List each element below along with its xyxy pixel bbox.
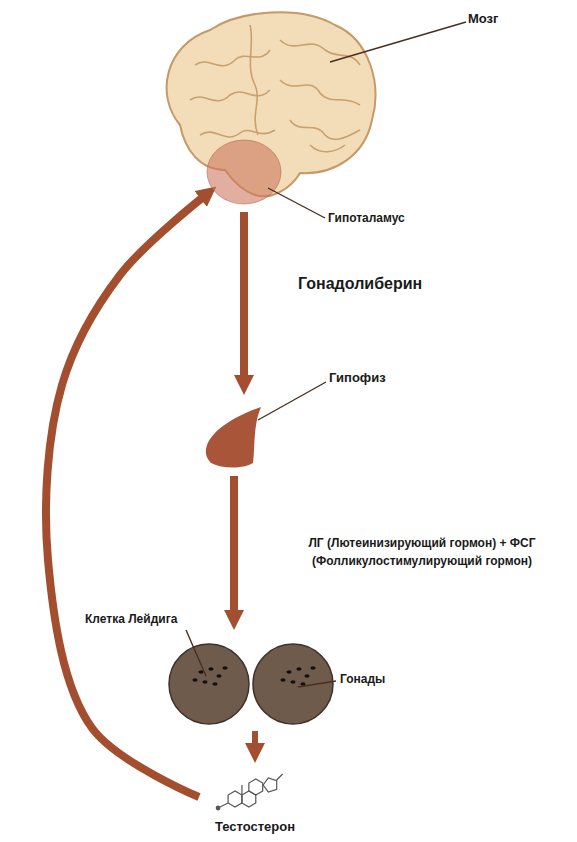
brain-gyrus [280,80,360,105]
leydig-cell-dot [216,674,221,678]
hypothalamus-node: Гипоталамус [205,138,283,206]
cell-label: Клетка Лейдига [85,612,177,626]
leydig-cell-dot [280,678,285,682]
leader-line [258,382,326,420]
organ-label: Гипоталамус [328,211,405,225]
pituitary-shape [203,405,265,470]
pituitary-outline [206,407,261,468]
organ-label: Гипофиз [329,370,386,385]
gonads-shape [165,638,337,730]
hormone-arrow [230,476,238,618]
leydig-cell-dot [304,674,309,678]
hormone-arrow [240,212,248,383]
testosterone-molecule [205,765,305,815]
testis-circle [169,644,249,724]
leydig-cell-dot [290,680,295,684]
brain-node: ГипоталамусМозг [150,5,380,215]
steroid-rings [216,774,282,810]
gonads-node: Клетка ЛейдигаГонады [165,638,337,730]
leydig-cell-dot [286,670,291,674]
leydig-cell-dot [296,667,301,671]
hormone-label: Гонадолиберин [298,272,422,296]
hypothalamus-circle [207,140,281,204]
leydig-cell-dot [310,666,315,670]
leader-line [186,630,206,676]
leader-line [330,22,466,62]
leydig-cell-dot [208,667,213,671]
brain-gyrus [310,145,345,152]
leader-line [298,681,336,687]
hormone-label: ЛГ (Лютеинизирующий гормон) + ФСГ (Фолли… [274,534,570,570]
testosterone-node: Тестостерон [205,765,305,815]
hormone-arrow [252,731,258,751]
brain-gyrus [290,120,360,139]
hypothalamus-ellipse [205,138,283,206]
brain-gyrus [195,50,270,66]
leader-line [268,188,325,218]
leydig-cell-dot [192,678,197,682]
brain-gyrus [280,40,360,65]
leydig-cell-dot [222,666,227,670]
organ-label: Гонады [340,672,385,686]
leydig-cell-dot [202,680,207,684]
brain-gyrus [200,130,275,137]
leydig-cell-dot [212,682,217,686]
hormone-label: Тестостерон [205,819,305,834]
brain-gyrus [250,25,258,135]
organ-label: Мозг [468,11,498,26]
pituitary-node: Гипофиз [203,405,265,470]
leydig-cell-dot [198,670,203,674]
